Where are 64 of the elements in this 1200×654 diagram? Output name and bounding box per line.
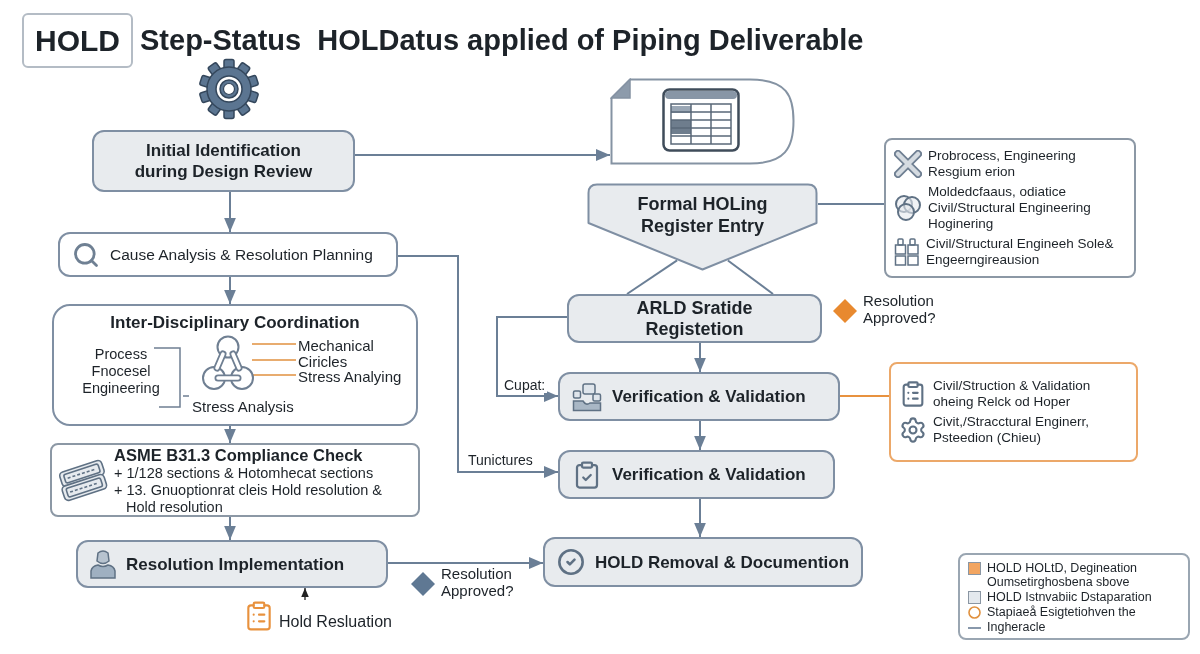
process-box <box>567 294 822 343</box>
decision-label: Resolution Approved? <box>441 565 515 599</box>
edge-label: Cupat: <box>502 377 548 393</box>
arrow <box>354 149 611 161</box>
step-title: Initial Identification during Design Review <box>133 140 314 182</box>
step-title: HOLD Removal & Documention <box>595 551 850 573</box>
step-title: Resolution Implementation <box>126 553 345 575</box>
connector-line <box>839 395 890 397</box>
step-title: Cause Analysis & Resolution Planning <box>110 245 373 264</box>
connector-line <box>817 203 885 205</box>
group-heading: Inter-Disciplinary Coordination <box>109 312 361 333</box>
arrow <box>224 425 236 444</box>
panel-text: Civit,/Stracctural Enginerr, Psteedion (Chieu) <box>933 414 1091 446</box>
discipline-label: Stress Analysis <box>192 398 294 416</box>
step-title: ARLD Sratide Registetion <box>635 297 754 340</box>
process-box <box>558 450 835 499</box>
process-box <box>543 537 863 587</box>
arrow <box>397 255 559 478</box>
decision-label: Resolution Approved? <box>863 292 937 326</box>
arrow <box>224 276 236 305</box>
connector-line <box>626 259 679 295</box>
connector-line <box>251 359 297 361</box>
process-box <box>558 372 840 421</box>
discipline-label: Process Fnocesel Engineering <box>81 346 161 397</box>
note-text: Hold Resluation <box>279 612 392 632</box>
legend-text: Ingheracle <box>987 620 1047 634</box>
title-word: HOLD <box>35 22 120 59</box>
process-box <box>92 130 355 192</box>
step-title: ASME B31.3 Compliance Check <box>114 444 364 465</box>
arrow <box>694 342 706 373</box>
info-panel <box>889 362 1138 462</box>
step-title: Verification & Validation <box>612 464 806 485</box>
discipline-label: Ciricles <box>298 353 348 371</box>
process-box <box>58 232 398 277</box>
panel-text: Civil/Structural Engineeh Sole& Engeerngireausion <box>926 236 1115 268</box>
arrow <box>224 516 236 541</box>
check-item: + 1/128 sections & Hotomhecat sections <box>114 464 375 482</box>
process-box <box>50 443 420 517</box>
legend-text: Stapiaeå Esigtetiohven the <box>987 605 1137 619</box>
arrow <box>301 587 309 601</box>
step-title: Verification & Validation <box>612 386 806 407</box>
panel-text: Moldedcfaaus, odiatice Civil/Structural Engineering Hoginering <box>928 184 1092 232</box>
linked-circles-icon <box>202 335 254 391</box>
legend-text: HOLD HOLtD, Degineation Oumsetirghosbena sbove <box>987 561 1139 589</box>
arrow <box>224 191 236 233</box>
arrow <box>387 557 544 569</box>
panel-text: Probrocess, Engineering Resgium erion <box>928 148 1077 180</box>
discipline-label: Mechanical <box>298 337 374 355</box>
panel-text: Civil/Struction & Validation oheing Relck od Hoper <box>933 378 1092 410</box>
process-box <box>76 540 388 588</box>
title-frame <box>22 13 133 68</box>
arrow <box>694 420 706 451</box>
edge-label: Tunictures <box>466 452 535 468</box>
legend-text: HOLD Istnvabiic Dstaparation <box>987 590 1153 604</box>
step-title: Formal HOLing Register Entry <box>636 193 769 237</box>
info-panel <box>884 138 1136 278</box>
arrow <box>496 316 568 402</box>
title: Step-Status HOLDatus applied of Piping Deliverable <box>140 23 864 58</box>
check-item: + 13. Gnuoptionrat cleis Hold resolution & Hold resolution <box>114 481 383 516</box>
group-panel <box>52 304 418 426</box>
connector-line <box>251 343 297 345</box>
connector-line <box>726 259 774 295</box>
arrow <box>694 498 706 538</box>
discipline-label: Stress Analying <box>298 368 402 386</box>
